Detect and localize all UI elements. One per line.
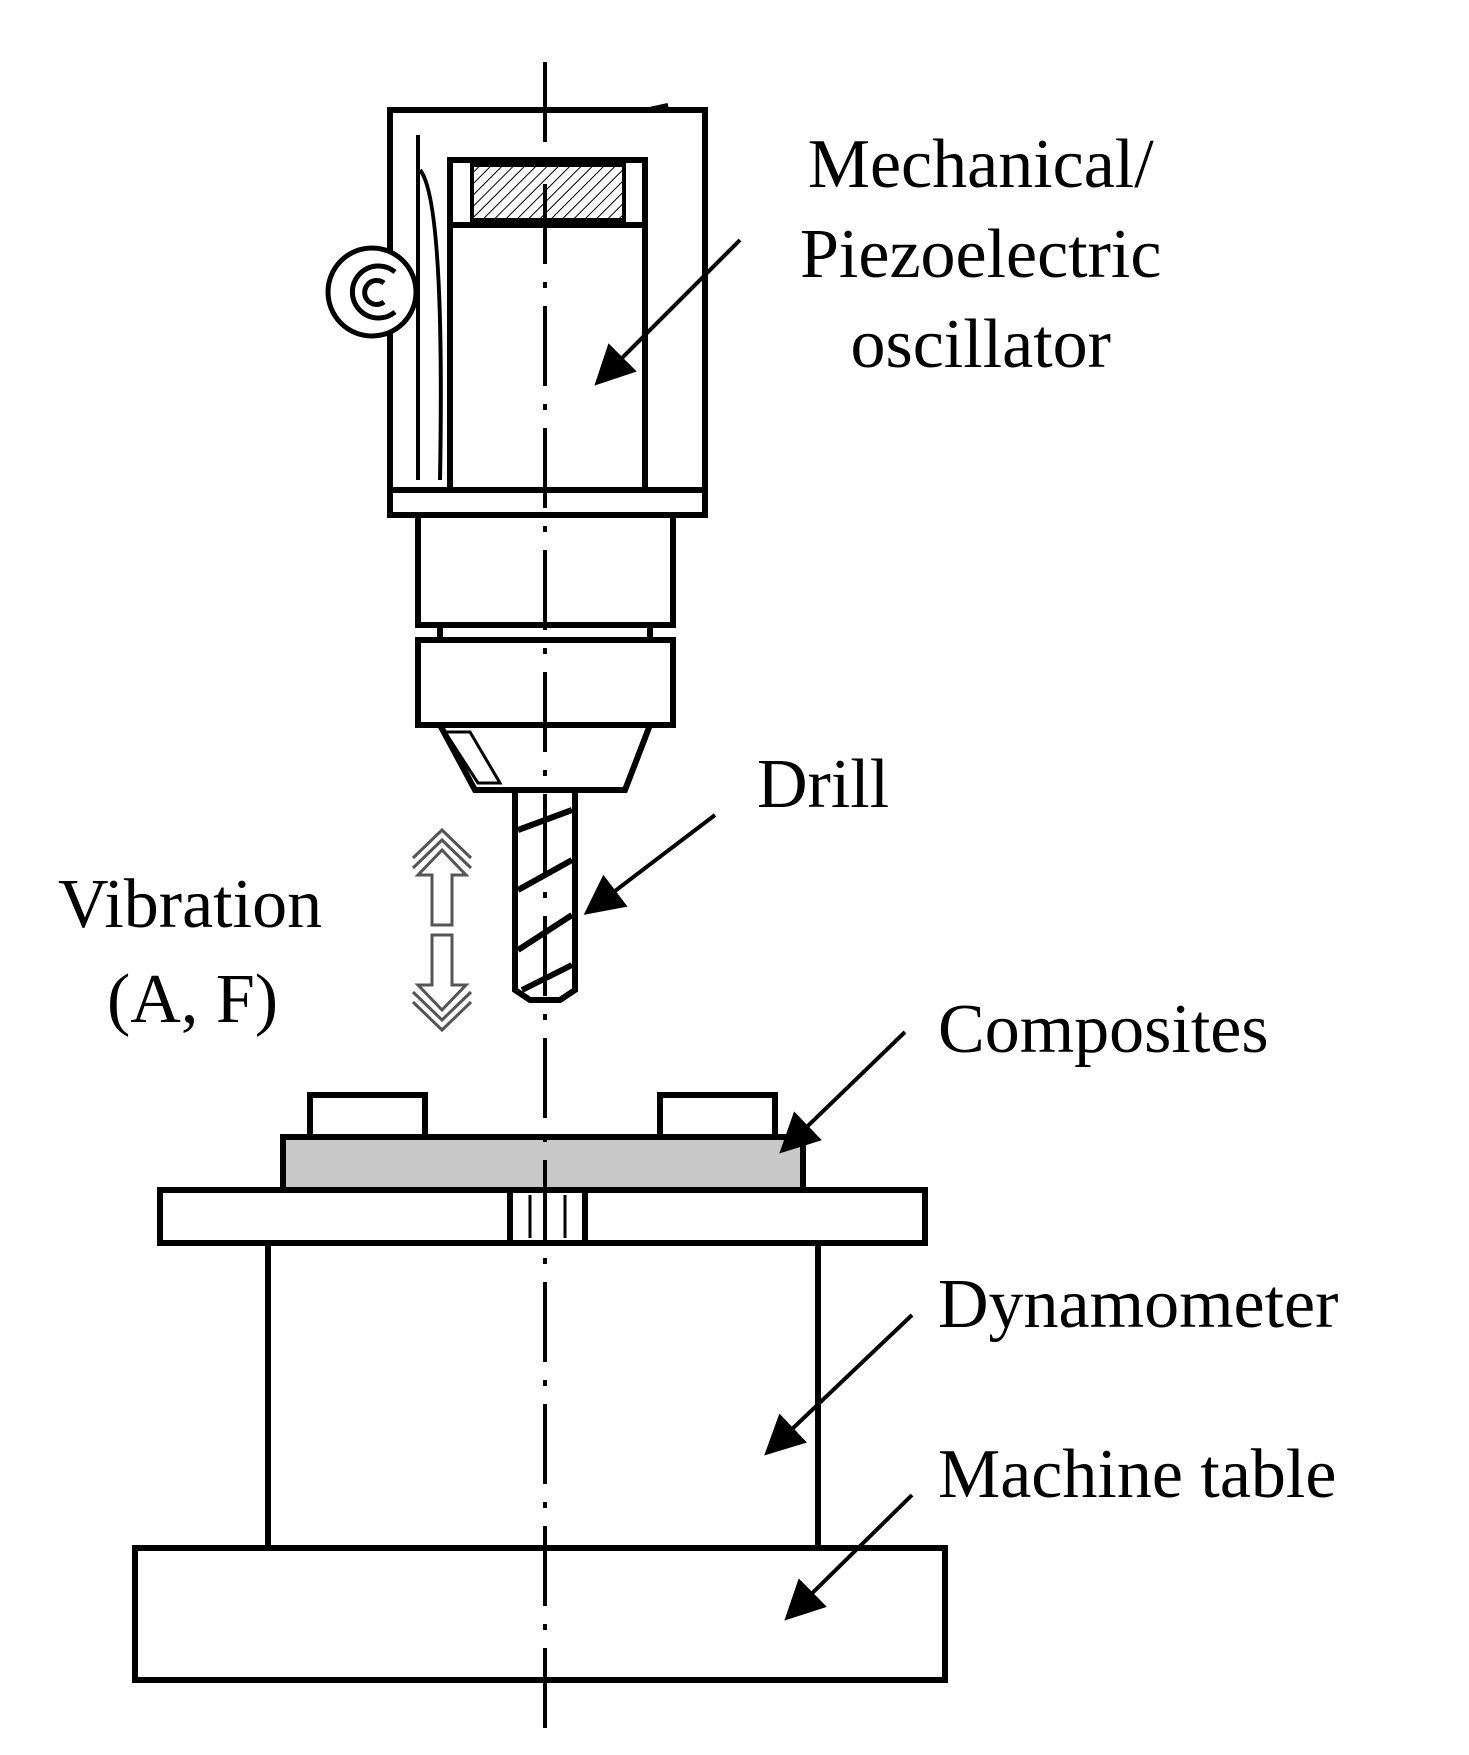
drill-leader-arrow xyxy=(583,813,717,915)
oscillator-housing xyxy=(387,103,708,518)
oscillator-label-line1: Mechanical/ xyxy=(807,126,1154,203)
dynamometer-leader-arrow xyxy=(764,1313,914,1456)
adjustment-knob xyxy=(325,245,419,339)
oscillator-leader-arrow xyxy=(594,238,742,386)
composites-label: Composites xyxy=(938,991,1269,1068)
composites-leader-arrow xyxy=(779,1030,907,1154)
dynamometer-label: Dynamometer xyxy=(938,1266,1339,1343)
workpiece-clamps xyxy=(307,1092,778,1140)
oscillator-label-line3: oscillator xyxy=(850,306,1111,383)
machine-table-label: Machine table xyxy=(938,1436,1337,1513)
drill-label: Drill xyxy=(757,746,890,823)
vibration-label: Vibration xyxy=(58,866,323,943)
vibration-arrow-icon xyxy=(411,827,473,1033)
dynamometer-body xyxy=(265,1243,821,1548)
machine-table xyxy=(132,1545,948,1683)
leader-arrows xyxy=(583,238,914,1621)
machine-table-leader-arrow xyxy=(784,1493,914,1621)
oscillator-label-line2: Piezoelectric xyxy=(800,216,1162,293)
fixture-plate xyxy=(157,1187,928,1246)
vibration-params-label: (A, F) xyxy=(107,961,279,1038)
oscillator-label: Mechanical/ Piezoelectric oscillator xyxy=(800,120,1161,390)
